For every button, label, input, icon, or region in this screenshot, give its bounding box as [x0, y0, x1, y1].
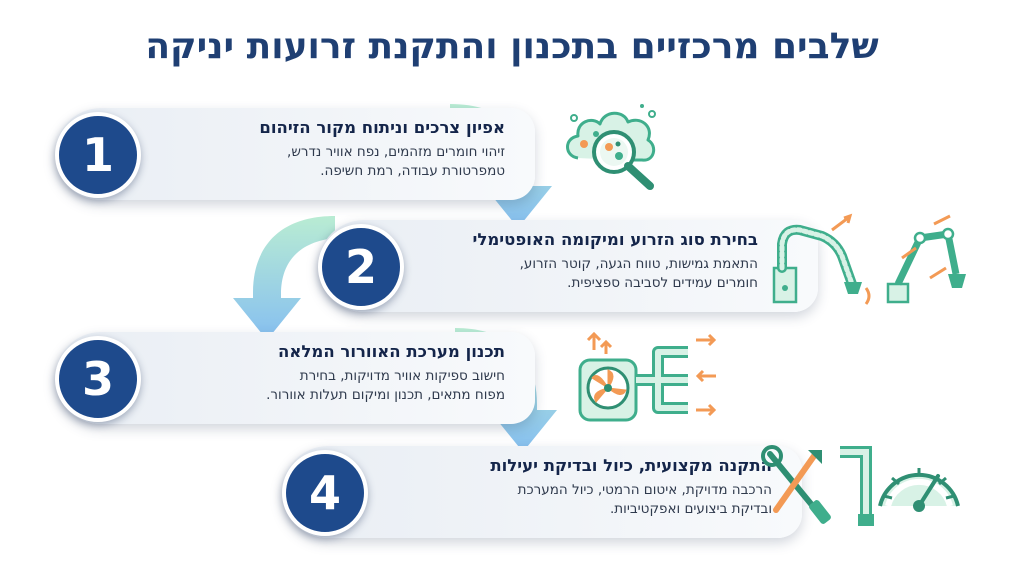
- step-2-description-line: חומרים עמידים לסביבה ספציפית.: [567, 275, 758, 291]
- step-4-description-line: הרכבה מדויקת, איטום הרמטי, כיול המערכת: [517, 482, 772, 498]
- step-3-description-line: מפוח מתאים, תכנון ומיקום תעלות אוורור.: [266, 387, 505, 403]
- step-card-2: בחירת סוג הזרוע ומיקומה האופטימלי התאמת …: [318, 220, 818, 312]
- page-title: שלבים מרכזיים בתכנון והתקנת זרועות יניקה: [145, 26, 879, 67]
- step-1-number-badge: 1: [55, 112, 141, 198]
- step-3-description-line: חישוב ספיקות אוויר מדויקות, בחירת: [299, 368, 505, 384]
- fan-ductwork-icon: [578, 331, 717, 422]
- step-2-heading: בחירת סוג הזרוע ומיקומה האופטימלי: [472, 230, 758, 249]
- step-4-heading: התקנה מקצועית, כיול ובדיקת יעילות: [490, 456, 772, 475]
- step-card-1: אפיון צרכים וניתוח מקור הזיהום זיהוי חומ…: [55, 108, 535, 200]
- flow-arrow-2-to-3: [233, 216, 335, 340]
- tools-pipe-gauge-icon: [761, 445, 960, 526]
- step-4-number-badge: 4: [282, 450, 368, 536]
- step-4-text: התקנה מקצועית, כיול ובדיקת יעילות הרכבה …: [392, 456, 772, 519]
- step-3-number-badge: 3: [55, 336, 141, 422]
- step-card-4: התקנה מקצועית, כיול ובדיקת יעילות הרכבה …: [282, 446, 802, 538]
- step-1-heading: אפיון צרכים וניתוח מקור הזיהום: [259, 118, 505, 137]
- step-2-text: בחירת סוג הזרוע ומיקומה האופטימלי התאמת …: [418, 230, 758, 293]
- step-2-number-badge: 2: [318, 224, 404, 310]
- step-4-description-line: ובדיקת ביצועים ואפקטיביות.: [610, 501, 772, 517]
- flow-arrow-1-to-2: [450, 104, 552, 228]
- step-1-description: זיהוי חומרים מזהמים, נפח אוויר נדרש, טמפ…: [165, 143, 505, 181]
- step-3-description: חישוב ספיקות אוויר מדויקות, בחירת מפוח מ…: [165, 367, 505, 405]
- step-3-heading: תכנון מערכת האוורור המלאה: [278, 342, 505, 361]
- step-3-text: תכנון מערכת האוורור המלאה חישוב ספיקות א…: [165, 342, 505, 405]
- step-4-description: הרכבה מדויקת, איטום הרמטי, כיול המערכת ו…: [392, 481, 772, 519]
- step-2-description-line: התאמת גמישות, טווח הגעה, קוטר הזרוע,: [519, 256, 758, 272]
- step-1-description-line: טמפרטורת עבודה, רמת חשיפה.: [320, 163, 505, 179]
- step-2-description: התאמת גמישות, טווח הגעה, קוטר הזרוע, חומ…: [418, 255, 758, 293]
- extraction-arms-icon: [772, 213, 966, 305]
- flow-arrow-3-to-4: [455, 328, 557, 452]
- step-1-text: אפיון צרכים וניתוח מקור הזיהום זיהוי חומ…: [165, 118, 505, 181]
- step-1-description-line: זיהוי חומרים מזהמים, נפח אוויר נדרש,: [287, 144, 505, 160]
- magnifier-contaminant-cloud-icon: [566, 104, 656, 190]
